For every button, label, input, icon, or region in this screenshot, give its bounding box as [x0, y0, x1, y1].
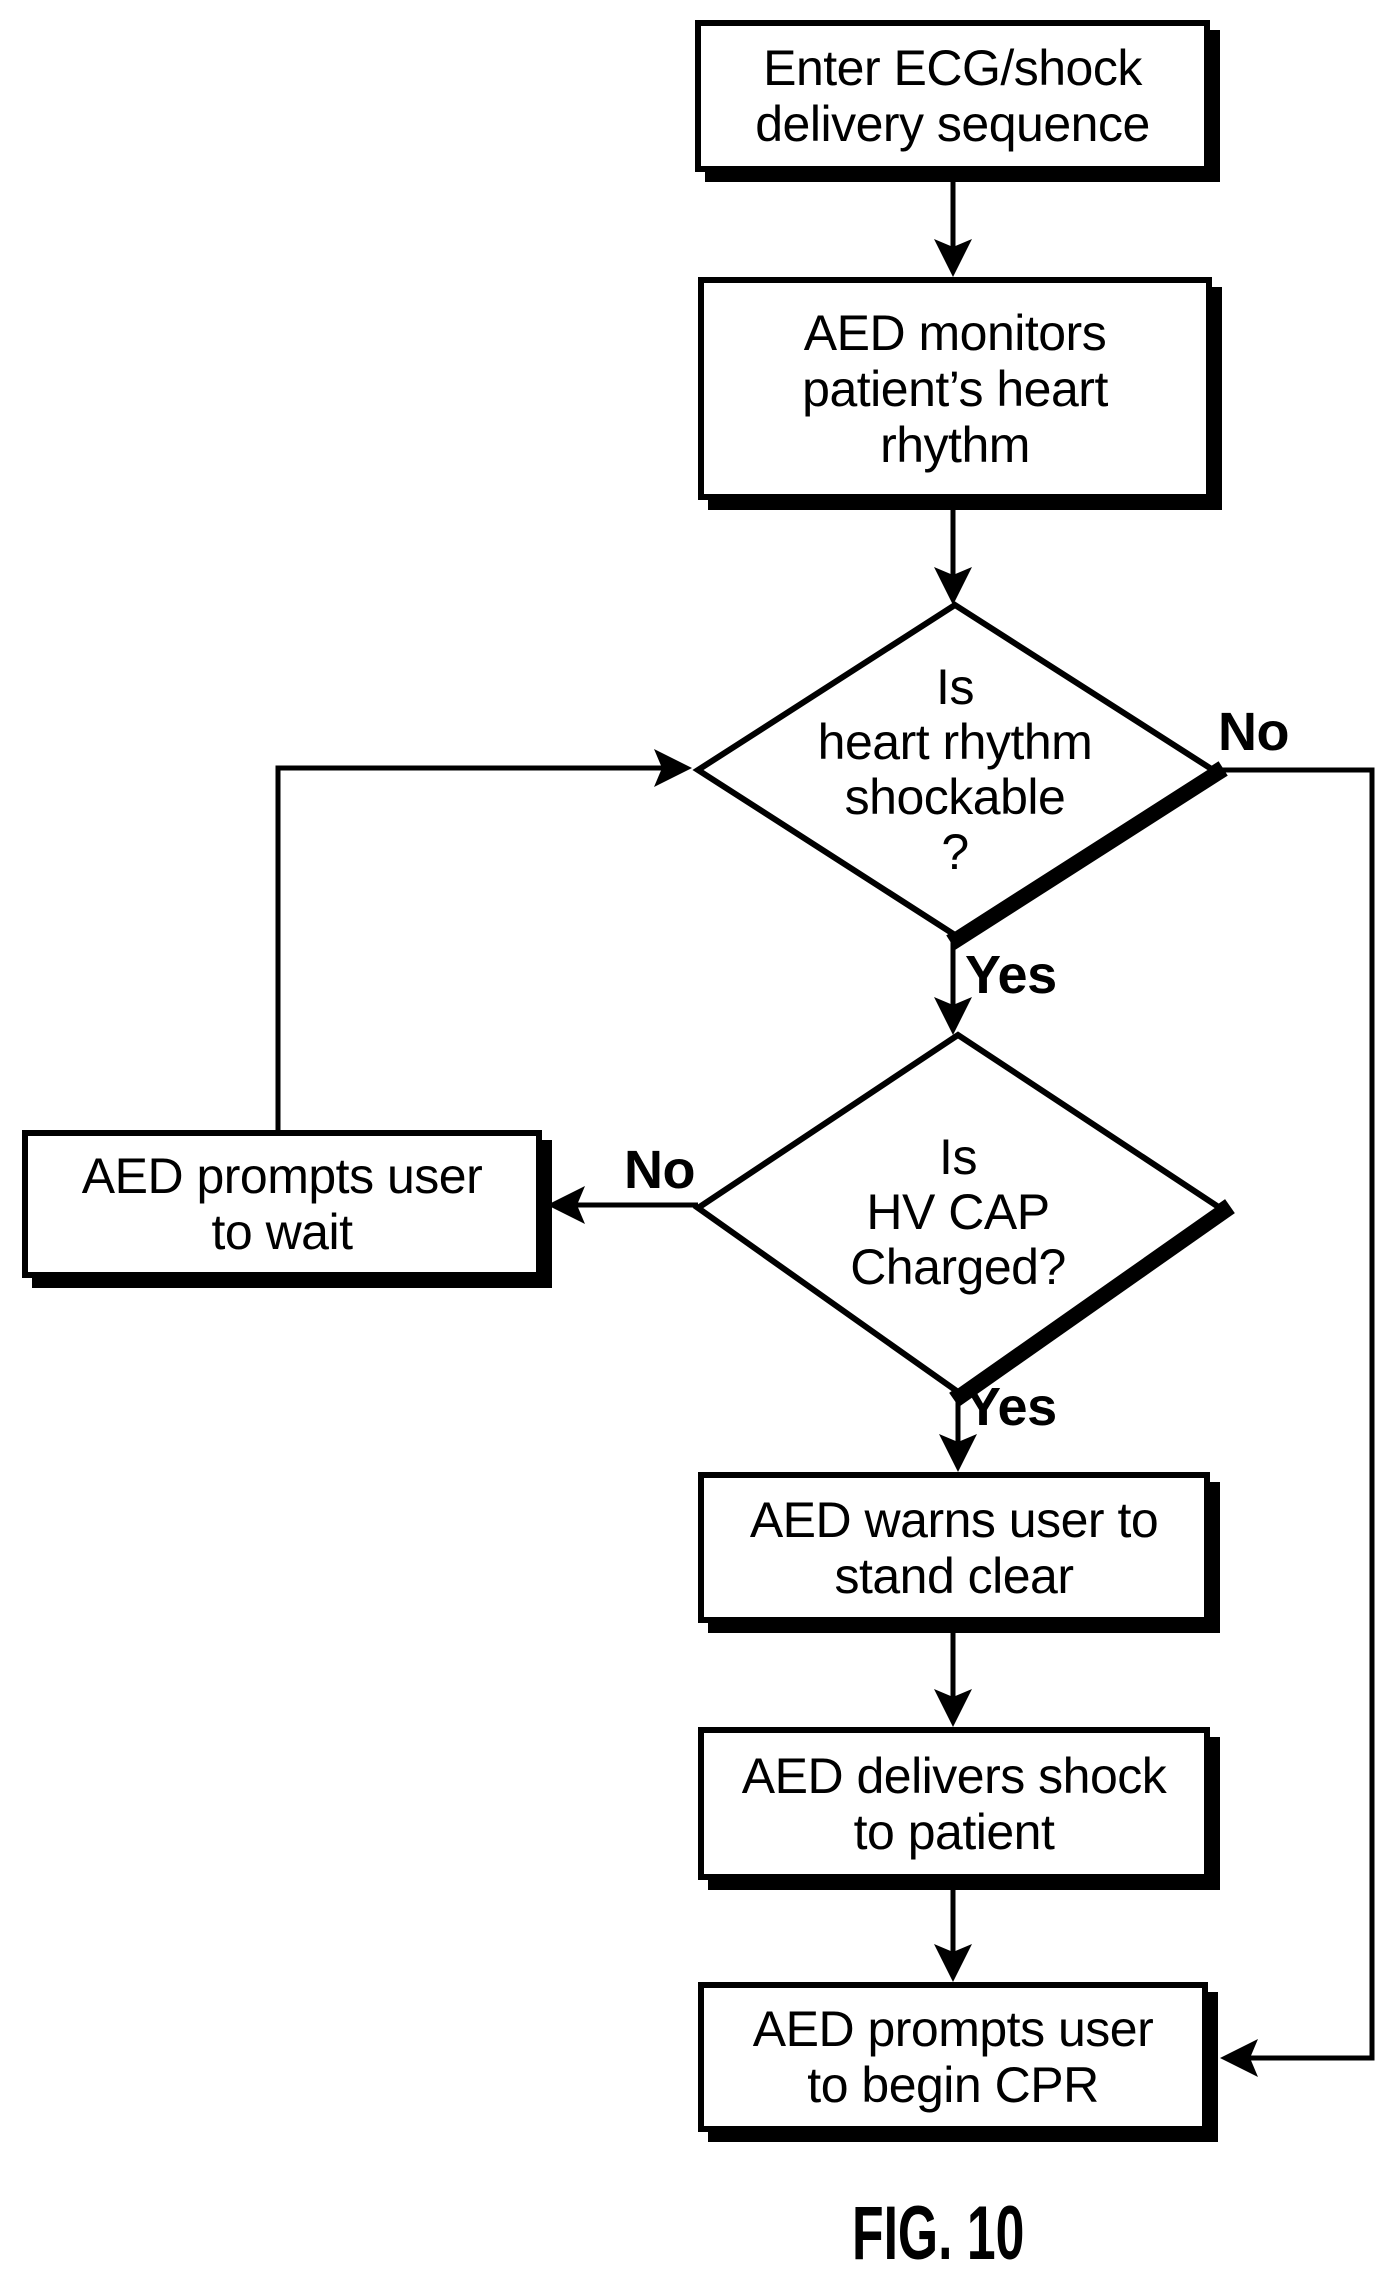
branch-label-charged-yes: Yes — [965, 1377, 1057, 1437]
branch-label-shockable-yes: Yes — [965, 945, 1057, 1005]
branch-label-shockable-no: No — [1218, 702, 1289, 762]
edge-deliver-cpr — [934, 1880, 972, 1982]
decision-shockable-label: Is heart rhythm shockable ? — [817, 659, 1093, 880]
decision-charged-shape — [692, 1031, 1235, 1407]
edge-monitor-shockable — [934, 500, 972, 605]
node-cpr: AED prompts user to begin CPR — [698, 1982, 1208, 2132]
edge-start-monitor — [934, 172, 972, 277]
branch-label-charged-no: No — [624, 1140, 695, 1200]
edge-wait-to-shockable — [275, 749, 692, 1130]
node-warn: AED warns user to stand clear — [698, 1472, 1210, 1623]
node-monitor: AED monitors patient’s heart rhythm — [698, 277, 1212, 500]
figure-caption: FIG. 10 — [852, 2191, 1025, 2276]
edge-shockable-no — [1213, 767, 1375, 2077]
node-deliver: AED delivers shock to patient — [698, 1727, 1210, 1880]
node-start: Enter ECG/shock delivery sequence — [695, 20, 1210, 172]
edge-shockable-yes — [934, 935, 972, 1035]
node-wait: AED prompts user to wait — [22, 1130, 542, 1278]
edge-charged-no — [547, 1186, 698, 1224]
decision-charged-label: Is HV CAP Charged? — [850, 1129, 1066, 1295]
decision-shockable-shape — [692, 601, 1228, 950]
edge-warn-deliver — [934, 1623, 972, 1727]
